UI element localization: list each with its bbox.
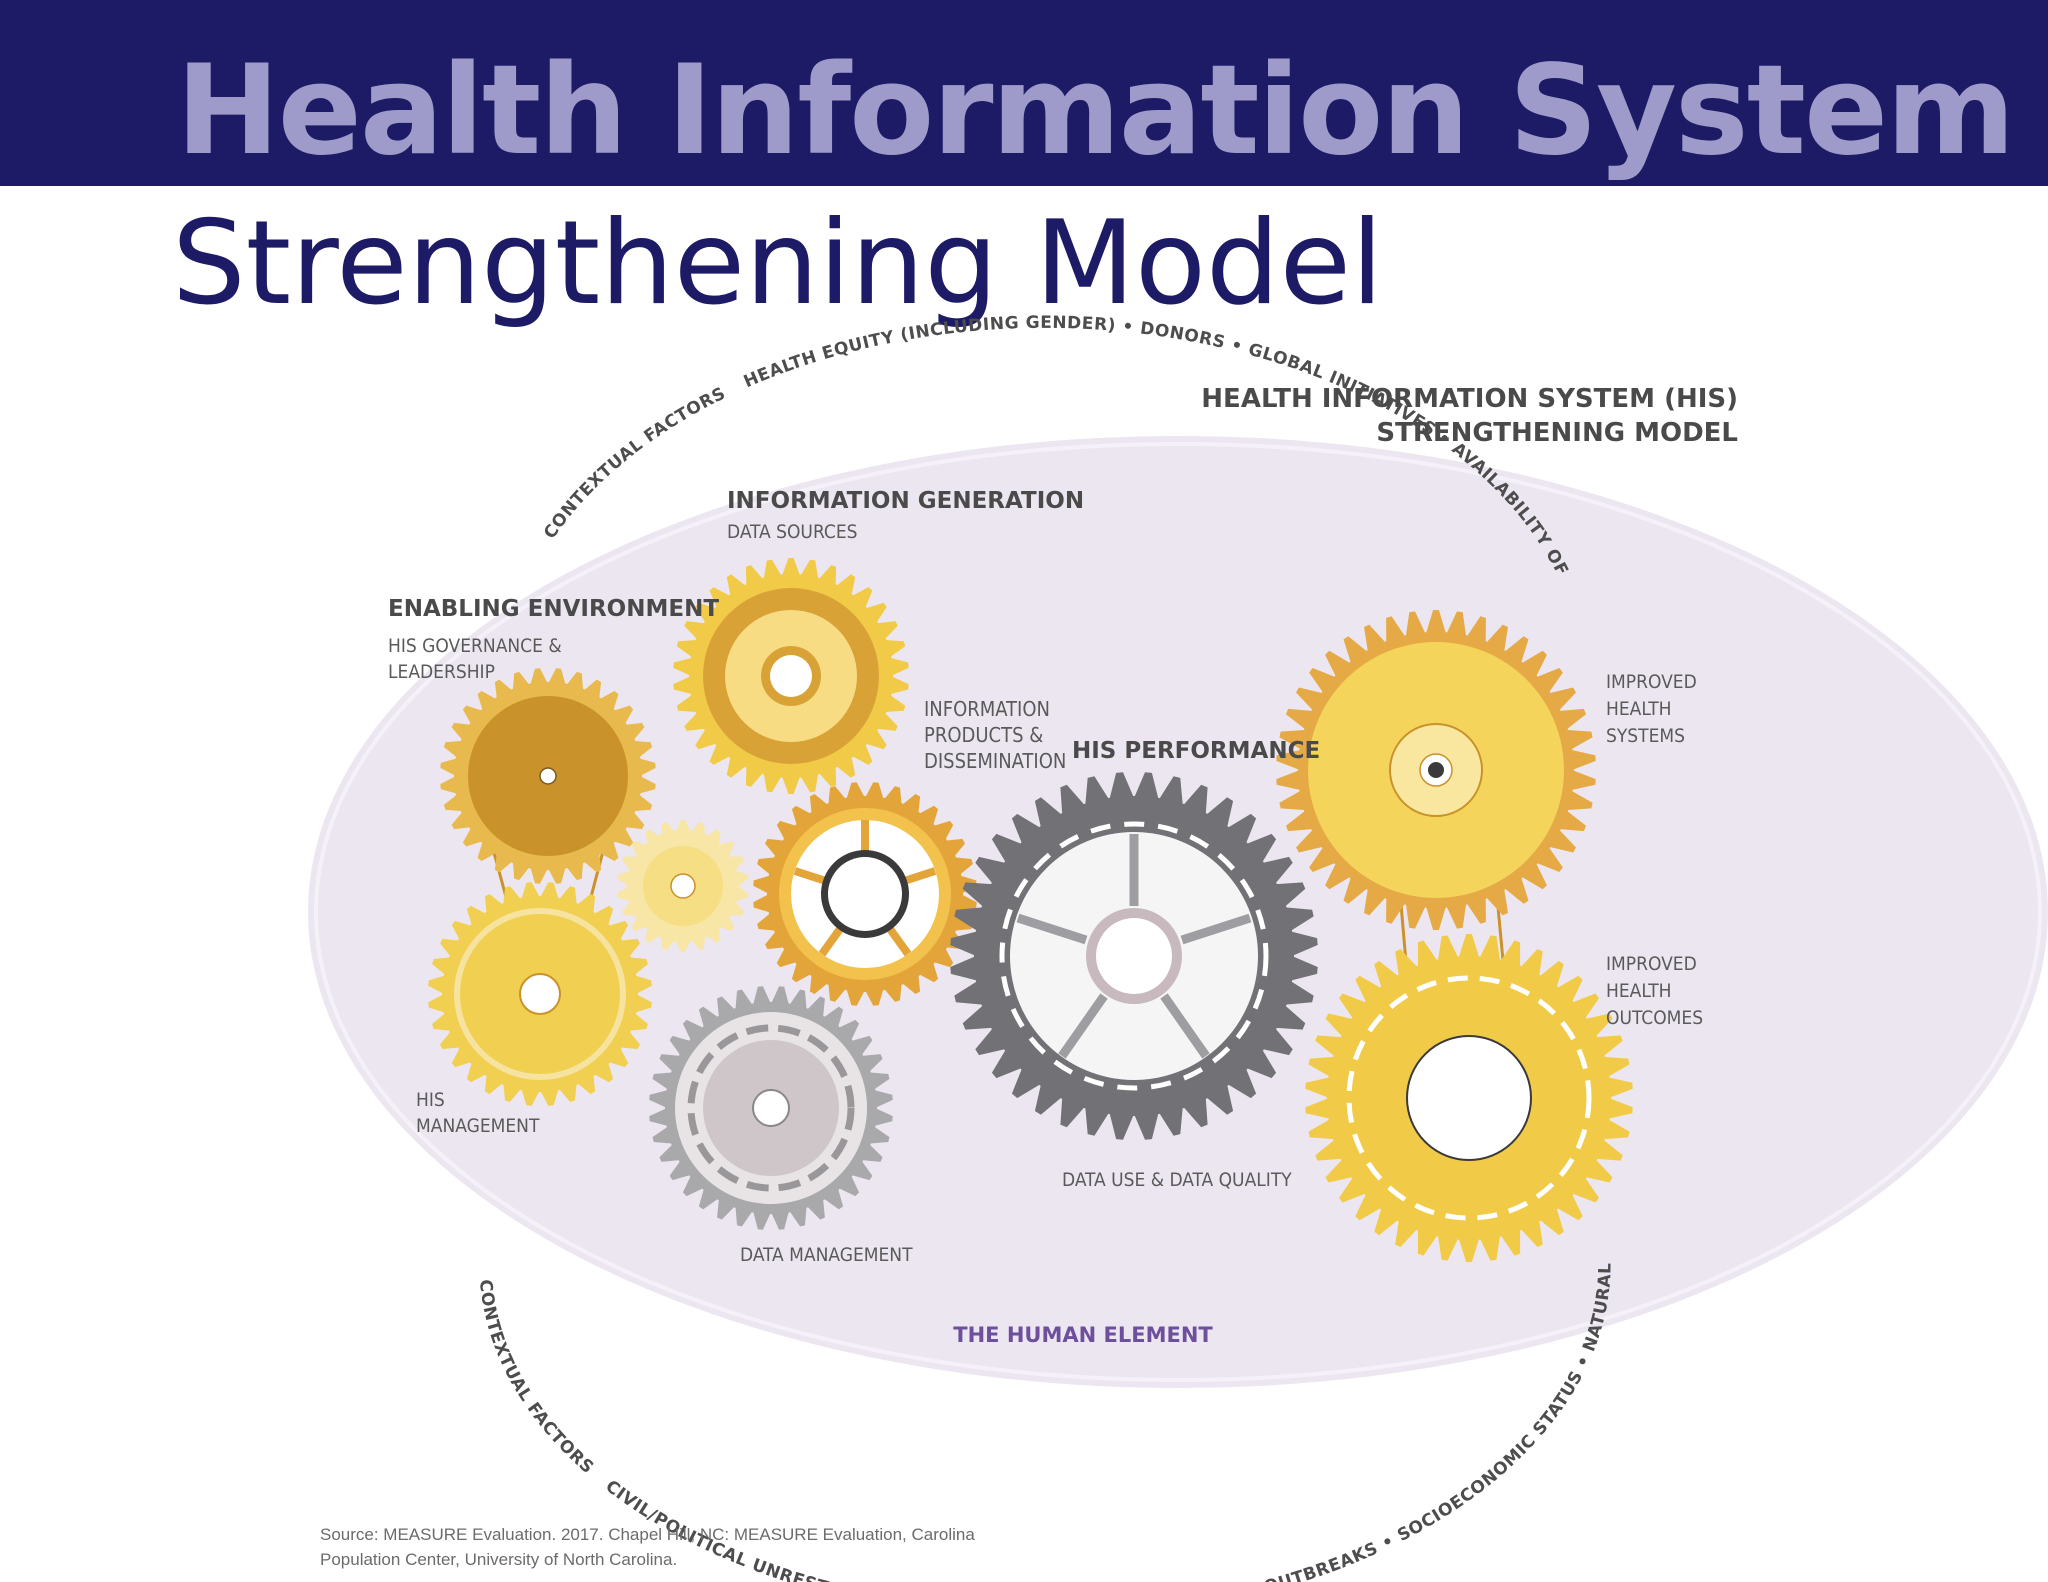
label-products-2: PRODUCTS &: [924, 723, 1043, 747]
label-his-performance: HIS PERFORMANCE: [1072, 738, 1320, 764]
gear-idler: [617, 820, 749, 952]
label-improved-outcomes-2: HEALTH: [1606, 980, 1672, 1002]
gear-data-sources: [673, 558, 909, 794]
label-improved-systems-2: HEALTH: [1606, 698, 1672, 720]
label-information-generation: INFORMATION GENERATION: [727, 488, 1084, 514]
label-his-management-2: MANAGEMENT: [416, 1115, 540, 1137]
gear-his-performance: [950, 772, 1318, 1140]
label-data-sources: DATA SOURCES: [727, 521, 857, 543]
label-data-use: DATA USE & DATA QUALITY: [1062, 1169, 1292, 1191]
slide-subtitle: Strengthening Model: [172, 196, 1384, 331]
contextual-bottom-label: CONTEXTUAL FACTORS: [475, 1279, 598, 1479]
label-products-3: DISSEMINATION: [924, 749, 1066, 773]
diagram-heading-1: HEALTH INFORMATION SYSTEM (HIS): [1201, 384, 1738, 414]
diagram-heading-2: STRENGTHENING MODEL: [1376, 418, 1738, 448]
system-oval-inner: [314, 442, 2042, 1382]
label-improved-outcomes-1: IMPROVED: [1606, 953, 1697, 975]
label-improved-systems-3: SYSTEMS: [1606, 725, 1685, 747]
label-his-management-1: HIS: [416, 1089, 445, 1111]
label-products-1: INFORMATION: [924, 697, 1050, 721]
source-citation: Source: MEASURE Evaluation. 2017. Chapel…: [320, 1525, 975, 1569]
title-banner: [0, 0, 2048, 186]
gear-data-management: [649, 986, 893, 1230]
label-human-element: THE HUMAN ELEMENT: [953, 1323, 1213, 1347]
gear-improved-health-systems: [1276, 610, 1596, 930]
gear-his-management: [428, 882, 652, 1106]
label-improved-systems-1: IMPROVED: [1606, 671, 1697, 693]
label-data-management: DATA MANAGEMENT: [740, 1244, 913, 1266]
label-improved-outcomes-3: OUTCOMES: [1606, 1007, 1703, 1029]
label-governance-2: LEADERSHIP: [388, 661, 495, 683]
label-governance-1: HIS GOVERNANCE &: [388, 635, 562, 657]
label-enabling-environment: ENABLING ENVIRONMENT: [388, 596, 719, 622]
slide-title: Health Information System: [176, 39, 2015, 183]
gear-improved-health-outcomes: [1305, 934, 1633, 1262]
gear-governance: [440, 668, 656, 884]
gear-information-products: [753, 782, 977, 1006]
